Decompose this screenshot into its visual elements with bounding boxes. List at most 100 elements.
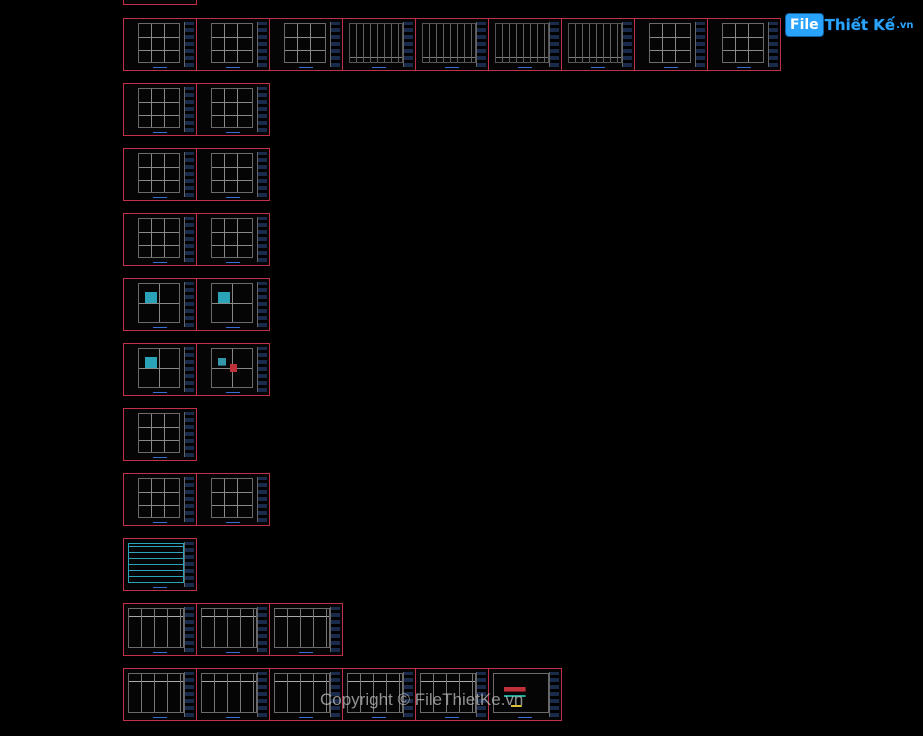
title-block <box>476 22 486 67</box>
drawing-sheet[interactable] <box>123 18 197 71</box>
sheet-drawing <box>128 673 184 713</box>
drawing-sheet[interactable] <box>123 473 197 526</box>
sheet-caption-line <box>152 262 168 263</box>
drawing-sheet[interactable] <box>123 278 197 331</box>
drawing-sheet[interactable] <box>196 343 270 396</box>
sheet-caption-line <box>152 717 168 718</box>
sheet-caption-line <box>444 67 460 68</box>
sheet-drawing <box>495 23 549 63</box>
drawing-sheet[interactable] <box>488 668 562 721</box>
sheet-caption-line <box>152 132 168 133</box>
title-block <box>768 22 778 67</box>
logo-domain: .vn <box>896 19 914 31</box>
sheet-drawing <box>211 348 253 388</box>
drawing-sheet[interactable] <box>196 473 270 526</box>
sheet-caption-line <box>663 67 679 68</box>
drawing-sheet-partial[interactable] <box>123 0 197 5</box>
sheet-caption-line <box>298 717 314 718</box>
title-block <box>184 412 194 457</box>
sheet-drawing <box>138 218 180 258</box>
sheet-caption-line <box>152 392 168 393</box>
sheet-drawing <box>420 673 476 713</box>
title-block <box>184 152 194 197</box>
sheet-drawing <box>138 283 180 323</box>
sheet-drawing <box>201 673 257 713</box>
sheet-caption-line <box>736 67 752 68</box>
title-block <box>622 22 632 67</box>
drawing-sheet[interactable] <box>269 18 343 71</box>
title-block <box>549 22 559 67</box>
title-block <box>257 87 267 132</box>
sheet-caption-line <box>225 262 241 263</box>
title-block <box>476 672 486 717</box>
drawing-sheet[interactable] <box>196 18 270 71</box>
sheet-drawing <box>211 153 253 193</box>
sheet-drawing <box>138 88 180 128</box>
drawing-sheet[interactable] <box>269 603 343 656</box>
sheet-drawing <box>211 218 253 258</box>
drawing-sheet[interactable] <box>196 603 270 656</box>
drawing-sheet[interactable] <box>561 18 635 71</box>
title-block <box>184 217 194 262</box>
drawing-sheet[interactable] <box>123 343 197 396</box>
sheet-caption-line <box>152 327 168 328</box>
title-block <box>695 22 705 67</box>
title-block <box>330 607 340 652</box>
title-block <box>257 347 267 392</box>
drawing-sheet[interactable] <box>269 668 343 721</box>
title-block <box>403 22 413 67</box>
drawing-sheet[interactable] <box>196 278 270 331</box>
sheet-drawing <box>649 23 691 63</box>
sheet-caption-line <box>371 67 387 68</box>
sheet-caption-line <box>590 67 606 68</box>
sheet-caption-line <box>517 717 533 718</box>
logo-text: Thiết Kế <box>824 16 896 34</box>
title-block <box>549 672 559 717</box>
title-block <box>257 607 267 652</box>
drawing-sheet[interactable] <box>196 668 270 721</box>
sheet-caption-line <box>152 67 168 68</box>
drawing-sheet[interactable] <box>123 213 197 266</box>
drawing-sheet[interactable] <box>123 408 197 461</box>
drawing-sheet[interactable] <box>488 18 562 71</box>
title-block <box>257 282 267 327</box>
drawing-sheet[interactable] <box>123 148 197 201</box>
sheet-drawing <box>138 478 180 518</box>
drawing-sheet[interactable] <box>123 603 197 656</box>
sheet-drawing <box>138 348 180 388</box>
title-block <box>403 672 413 717</box>
sheet-drawing <box>568 23 622 63</box>
drawing-sheet[interactable] <box>123 668 197 721</box>
title-block <box>257 217 267 262</box>
sheet-drawing <box>274 608 330 648</box>
drawing-sheet[interactable] <box>123 538 197 591</box>
sheet-drawing <box>722 23 764 63</box>
drawing-sheet[interactable] <box>415 18 489 71</box>
title-block <box>184 672 194 717</box>
logo-badge: File <box>786 14 823 36</box>
drawing-sheet[interactable] <box>342 18 416 71</box>
drawing-sheet[interactable] <box>196 213 270 266</box>
sheet-drawing <box>422 23 476 63</box>
title-block <box>330 22 340 67</box>
drawing-sheet[interactable] <box>634 18 708 71</box>
sheet-caption-line <box>444 717 460 718</box>
sheet-drawing <box>493 673 549 713</box>
drawing-sheet[interactable] <box>196 148 270 201</box>
sheet-caption-line <box>225 67 241 68</box>
drawing-sheet[interactable] <box>707 18 781 71</box>
drawing-sheet[interactable] <box>196 83 270 136</box>
sheet-drawing <box>128 608 184 648</box>
sheet-drawing <box>284 23 326 63</box>
sheet-caption-line <box>152 197 168 198</box>
title-block <box>184 607 194 652</box>
copyright-watermark: Copyright © FileThietKe.vn <box>320 690 524 709</box>
drawing-sheet[interactable] <box>342 668 416 721</box>
drawing-sheet[interactable] <box>123 83 197 136</box>
title-block <box>257 22 267 67</box>
sheet-drawing <box>211 283 253 323</box>
title-block <box>184 282 194 327</box>
title-block <box>184 22 194 67</box>
sheet-drawing <box>138 413 180 453</box>
